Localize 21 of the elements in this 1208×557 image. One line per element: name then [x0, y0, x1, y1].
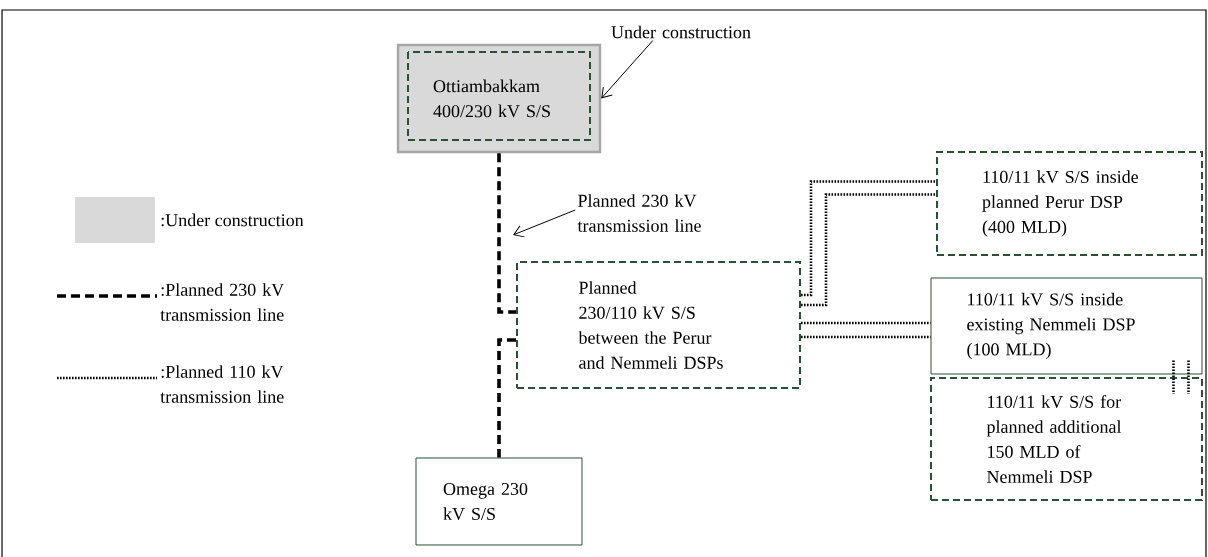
substation-box: Omega 230 kV S/S [415, 457, 583, 546]
legend-text: :Planned 230 kV transmission line [160, 283, 284, 321]
substation-box: Planned 230/110 kV S/S between the Perur and Nemmeli DSPs [516, 261, 801, 389]
transmission-line [801, 335, 931, 339]
legend-text: :Under construction [161, 213, 304, 227]
transmission-line [801, 321, 931, 325]
substation-box: 110/11 kV S/S inside planned Perur DSP (400 MLD) [936, 151, 1203, 256]
substation-box: Ottiambakkam 400/230 kV S/S [396, 43, 602, 154]
substation-box: 110/11 kV S/S for planned additional 150 MLD of Nemmeli DSP [930, 377, 1203, 501]
transmission-line [497, 338, 516, 458]
transmission-line [801, 180, 936, 297]
leader-arrow [601, 40, 654, 99]
leader-arrow [513, 209, 576, 238]
callout-text: Planned 230 kV transmission line [577, 194, 701, 232]
substation-box: 110/11 kV S/S inside existing Nemmeli DSP (100 MLD) [930, 277, 1203, 375]
transmission-line [801, 193, 936, 307]
transmission-line [1172, 360, 1175, 394]
transmission-line [1187, 360, 1190, 394]
callout-text: Under construction [611, 25, 751, 39]
legend-text: :Planned 110 kV transmission line [160, 365, 284, 403]
transmission-line [497, 153, 516, 314]
